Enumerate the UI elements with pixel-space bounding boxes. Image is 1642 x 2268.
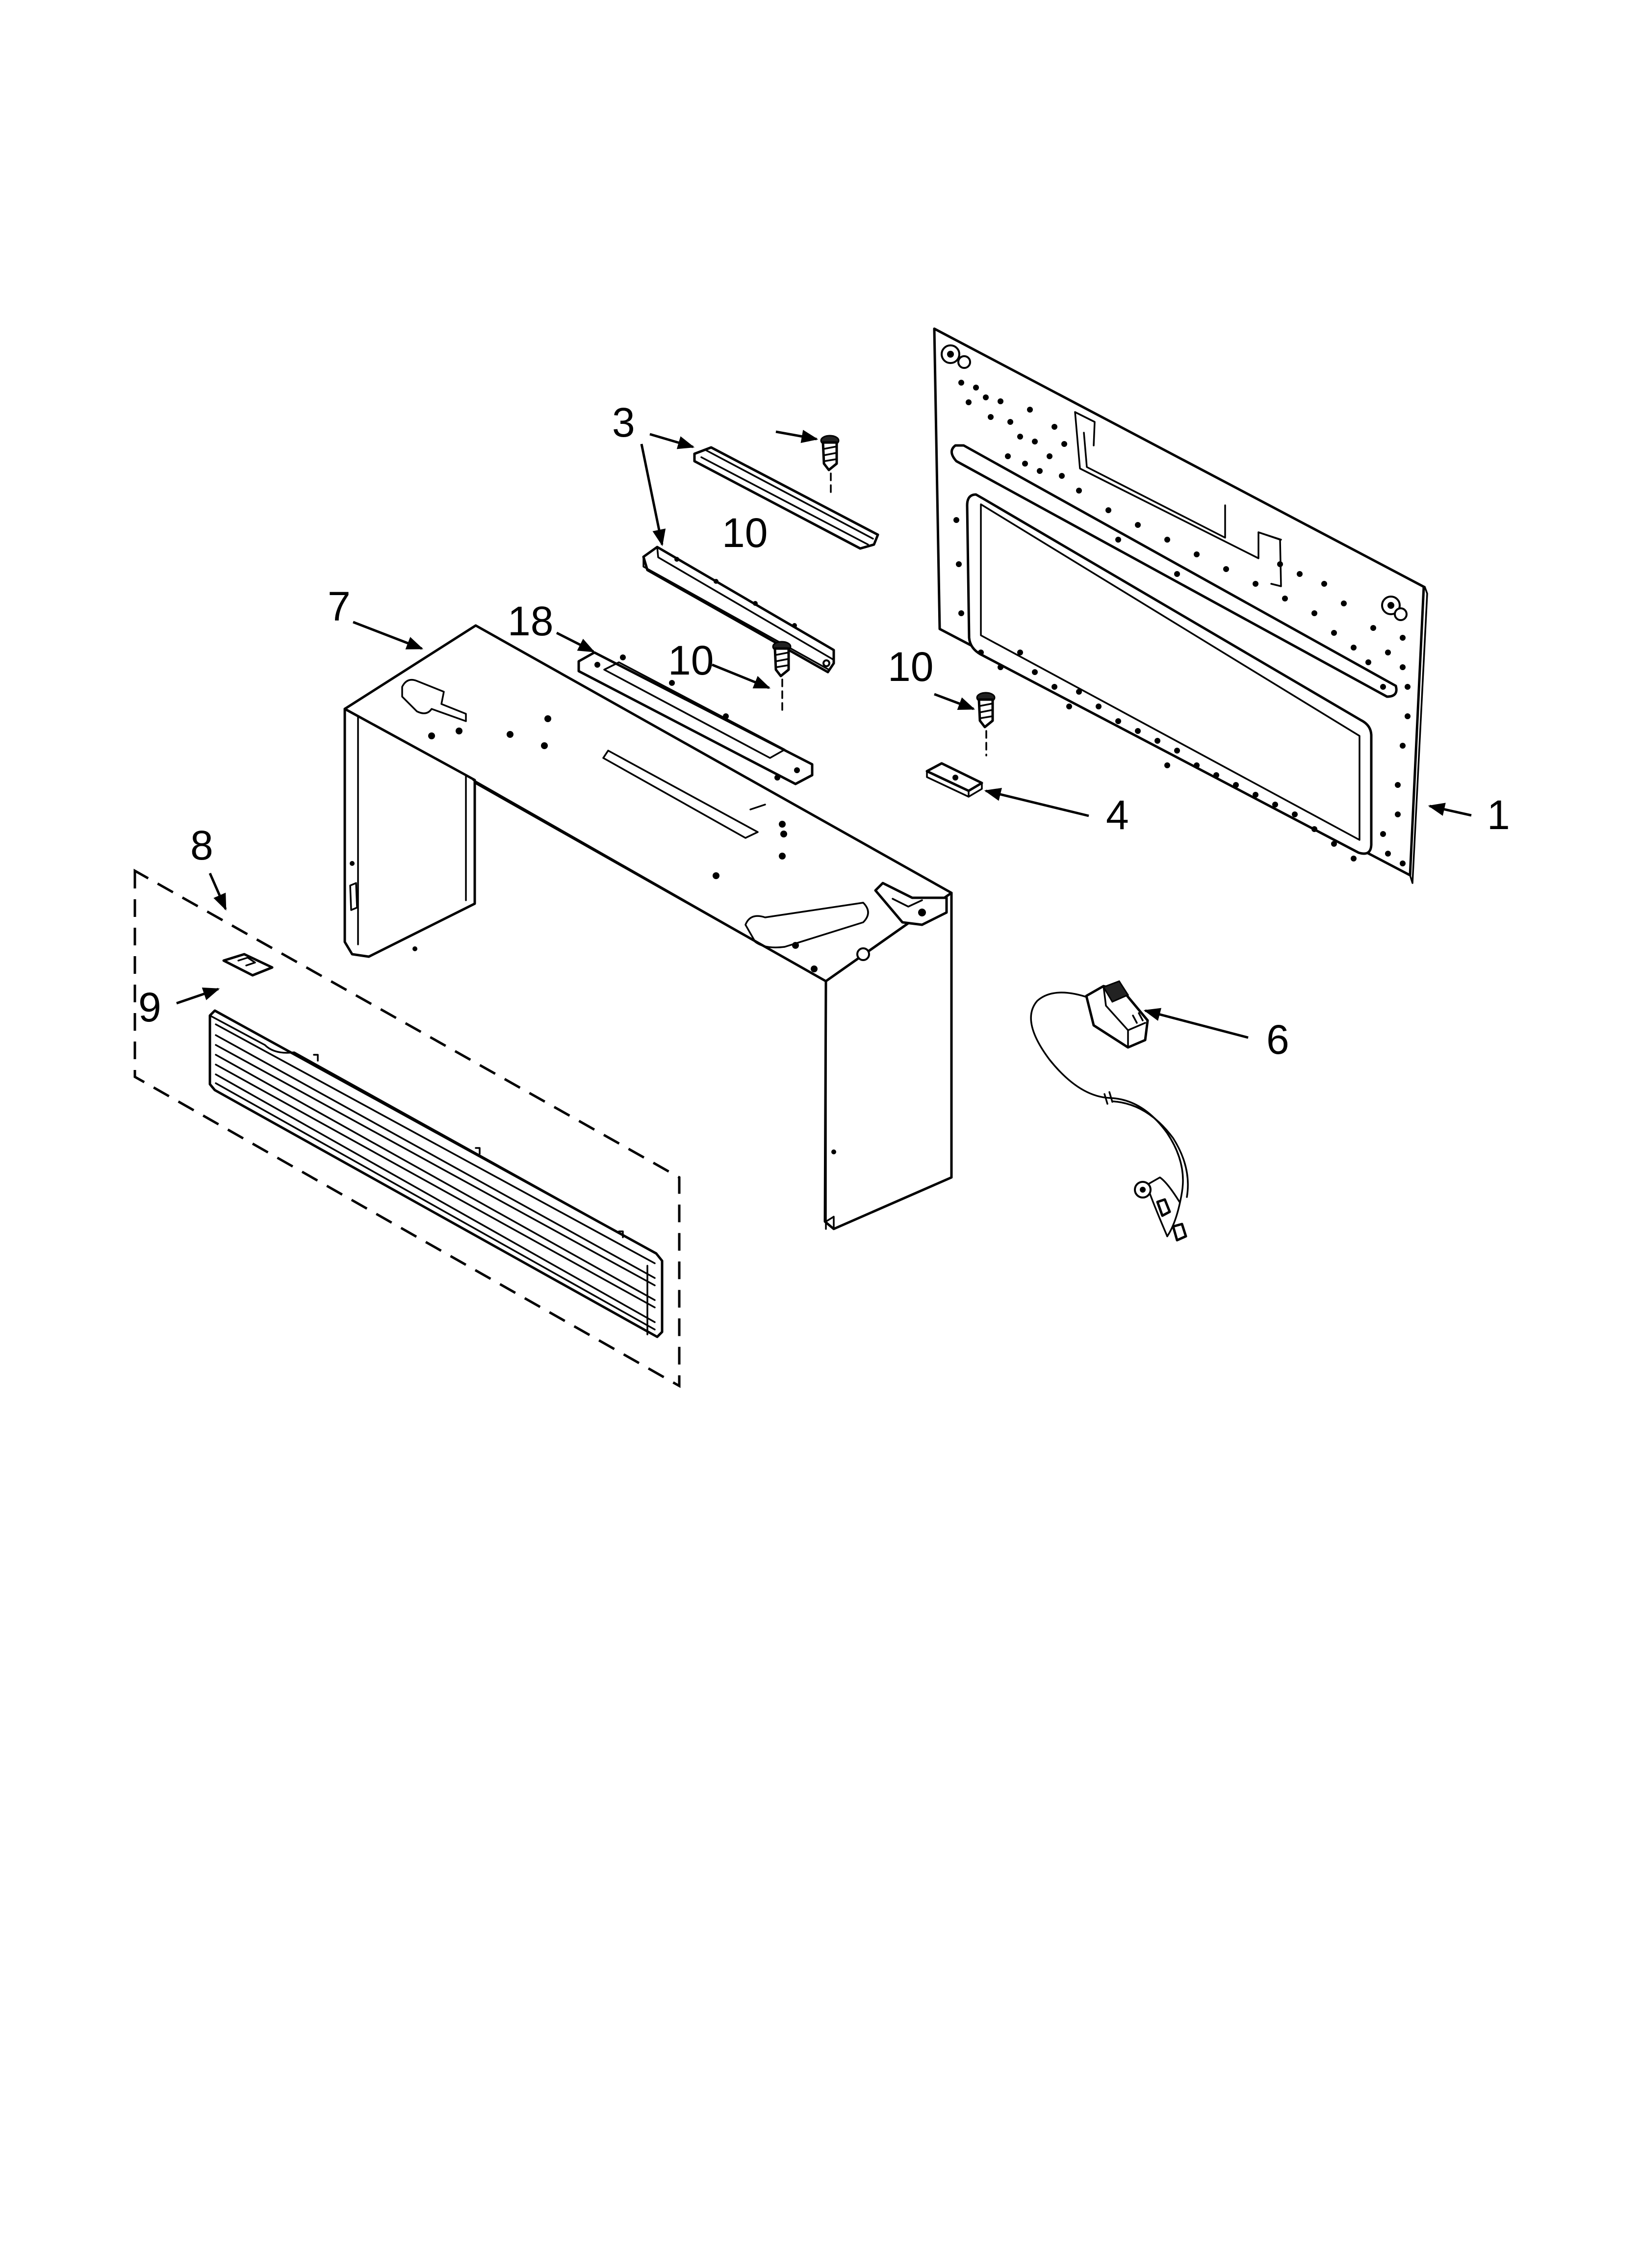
part-4-clip (925, 762, 983, 798)
callout-numbers: 3 10 7 18 10 10 4 1 8 9 6 (138, 399, 1510, 1063)
mounting-holes (953, 380, 1411, 866)
callout-part-9: 9 (138, 984, 161, 1030)
callout-part-4: 4 (1106, 792, 1129, 838)
leader-lines (176, 430, 1472, 1039)
callout-part-1: 1 (1487, 792, 1510, 838)
part-10-screw-top (820, 435, 840, 496)
callout-part-8: 8 (190, 822, 213, 868)
callout-part-18: 18 (508, 598, 553, 644)
part-6-wire-harness (1030, 980, 1189, 1242)
callout-part-3: 3 (612, 399, 635, 445)
part-10-screw-middle (772, 641, 792, 715)
part-18-gasket (577, 651, 814, 785)
part-3-vent-bracket (642, 446, 879, 674)
part-9-spacer (222, 953, 274, 977)
callout-part-10-top: 10 (722, 510, 768, 556)
callout-part-7: 7 (328, 583, 351, 629)
callout-part-10-middle: 10 (668, 637, 714, 683)
part-8-grille-group (133, 868, 681, 1388)
part-7-cabinet (343, 624, 953, 1230)
callout-part-6: 6 (1266, 1017, 1289, 1063)
part-10-screw-right (976, 692, 996, 756)
part-1-mounting-plate (933, 327, 1428, 884)
callout-part-10-right: 10 (888, 644, 933, 690)
